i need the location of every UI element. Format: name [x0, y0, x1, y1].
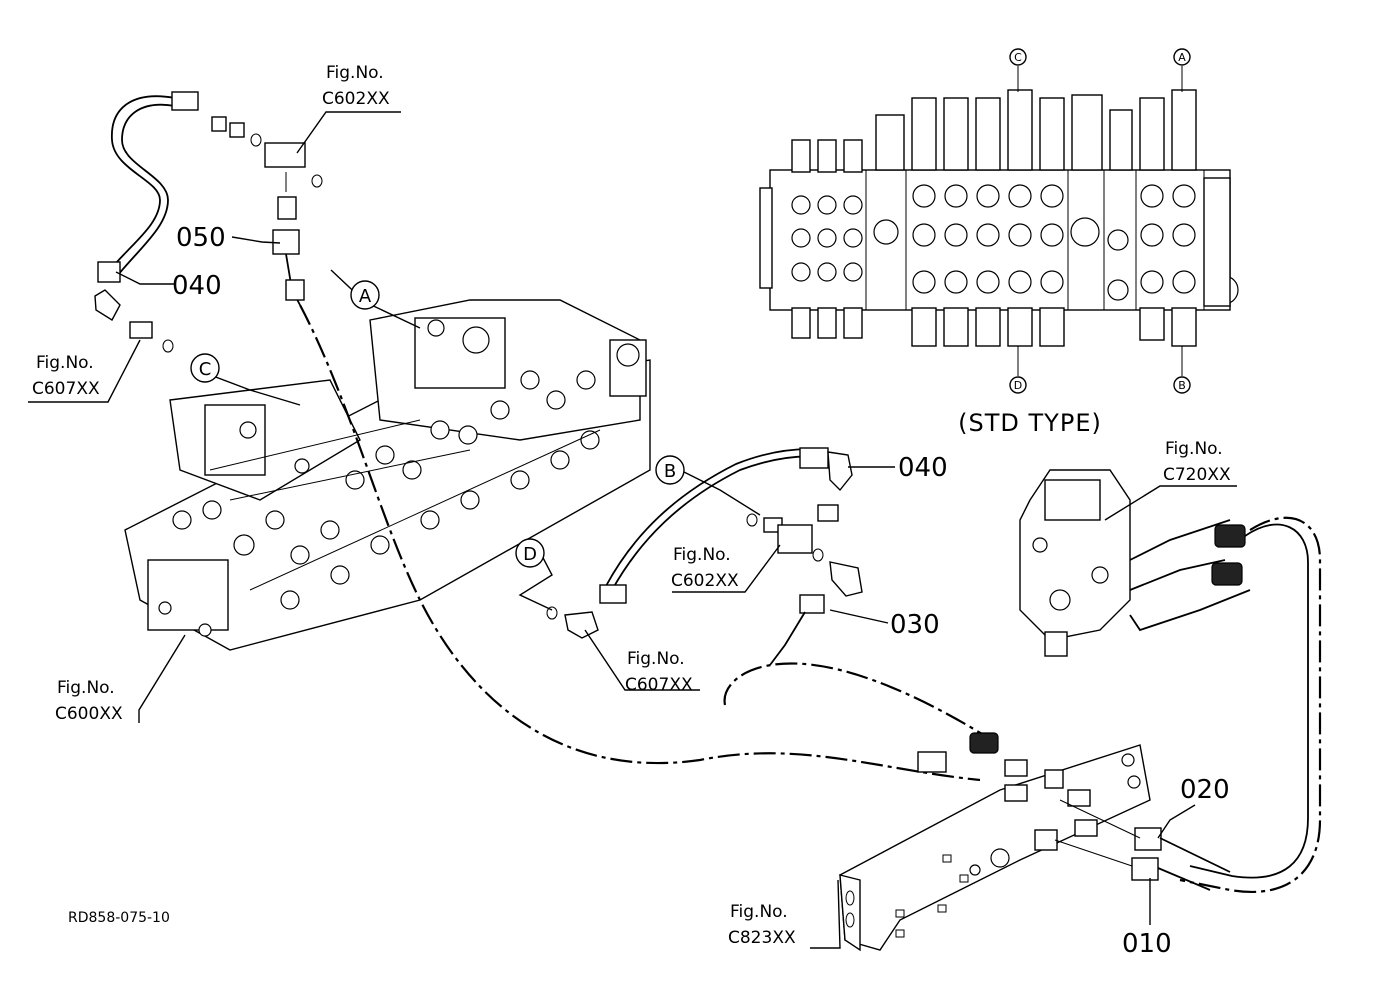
inset-marker-d-bottom: D — [1009, 346, 1027, 394]
part-number-030: 030 — [890, 610, 940, 640]
main-return-hose — [299, 304, 981, 782]
fig-ref-c602-top: Fig.No. C602XX — [322, 63, 390, 109]
svg-text:Fig.No.: Fig.No. — [673, 545, 731, 565]
svg-text:A: A — [359, 286, 372, 307]
part-number-040-right: 040 — [898, 453, 948, 483]
svg-text:B: B — [664, 461, 676, 482]
fig-ref-c600: Fig.No. C600XX — [55, 678, 123, 724]
svg-text:C: C — [199, 359, 212, 380]
part-number-040-left: 040 — [172, 271, 222, 301]
pilot-valve — [1019, 469, 1322, 893]
hose-030-route — [723, 662, 1001, 746]
svg-text:Fig.No.: Fig.No. — [326, 63, 384, 83]
inset-marker-c-top: C — [1009, 48, 1027, 92]
port-marker-d: D — [515, 538, 545, 568]
port-marker-a: A — [350, 280, 380, 310]
svg-text:Fig.No.: Fig.No. — [36, 353, 94, 373]
fig-ref-c823: Fig.No. C823XX — [728, 902, 796, 948]
svg-text:Fig.No.: Fig.No. — [627, 649, 685, 669]
svg-text:D: D — [1014, 379, 1022, 392]
svg-text:D: D — [523, 544, 537, 565]
part-number-050: 050 — [176, 223, 226, 253]
svg-text:C823XX: C823XX — [728, 928, 796, 948]
port-marker-b: B — [655, 455, 685, 485]
part-number-010: 010 — [1122, 929, 1172, 959]
inset-marker-b-bottom: B — [1173, 346, 1191, 394]
svg-text:Fig.No.: Fig.No. — [730, 902, 788, 922]
svg-text:C607XX: C607XX — [32, 379, 100, 399]
middle-fittings — [546, 447, 863, 666]
svg-text:Fig.No.: Fig.No. — [1165, 439, 1223, 459]
svg-text:B: B — [1178, 379, 1186, 392]
port-marker-c: C — [190, 353, 220, 383]
svg-text:C720XX: C720XX — [1163, 465, 1231, 485]
svg-text:C600XX: C600XX — [55, 704, 123, 724]
leader-lines — [28, 111, 1237, 949]
svg-text:A: A — [1178, 51, 1186, 64]
svg-text:C602XX: C602XX — [322, 89, 390, 109]
svg-text:C607XX: C607XX — [625, 675, 693, 695]
svg-text:Fig.No.: Fig.No. — [57, 678, 115, 698]
fig-ref-c607-mid: Fig.No. C607XX — [625, 649, 693, 695]
document-id: RD858-075-10 — [68, 910, 170, 926]
fig-ref-c607-left: Fig.No. C607XX — [32, 353, 100, 399]
fig-ref-c602-mid: Fig.No. C602XX — [671, 545, 739, 591]
inset-marker-a-top: A — [1173, 48, 1191, 92]
std-type-caption: (STD TYPE) — [958, 409, 1102, 437]
svg-text:C: C — [1014, 51, 1022, 64]
svg-text:C602XX: C602XX — [671, 571, 739, 591]
left-hose-040 — [94, 261, 174, 353]
control-valve-assembly — [124, 299, 651, 651]
mounting-bracket — [839, 732, 1231, 952]
std-type-valve-inset: C A D B (STD TYPE) — [759, 48, 1239, 437]
fig-ref-c720: Fig.No. C720XX — [1163, 439, 1231, 485]
part-number-020: 020 — [1180, 775, 1230, 805]
